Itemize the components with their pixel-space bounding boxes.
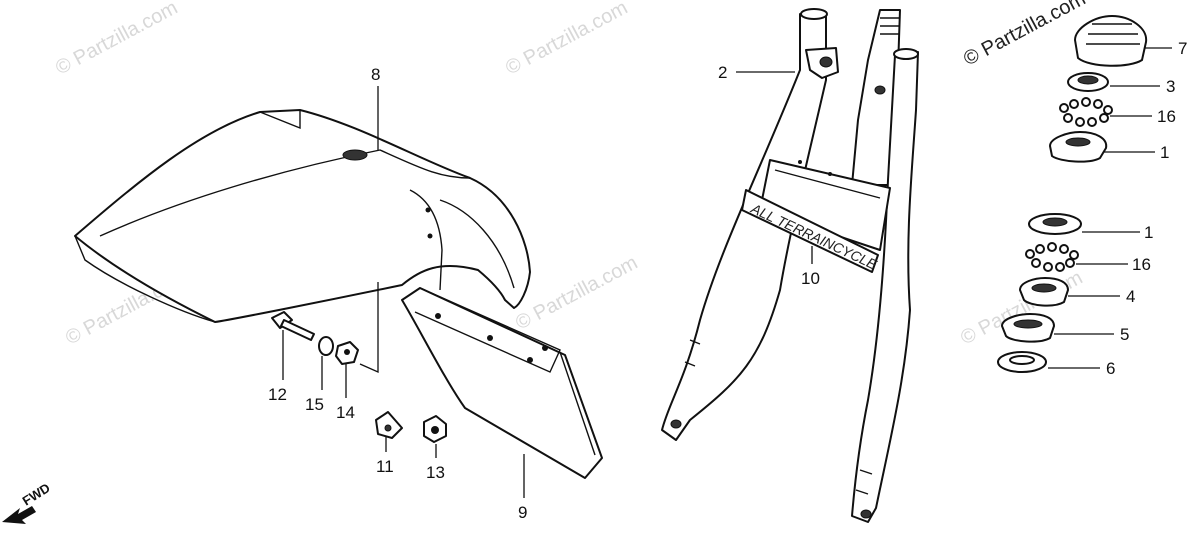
watermark-4: © Partzilla.com [512, 252, 641, 335]
callout-1-bottom: 1 [1144, 223, 1153, 242]
front-fender [74, 109, 531, 323]
callout-15: 15 [305, 395, 324, 414]
leader-lines [282, 47, 1172, 498]
callout-8: 8 [371, 65, 380, 84]
nut-14 [335, 341, 359, 365]
front-fork: ALL TERRAINCYCLE [661, 8, 919, 523]
callout-3: 3 [1166, 77, 1175, 96]
watermark-corner: © Partzilla.com [960, 0, 1089, 70]
bolt-12 [271, 311, 315, 341]
watermark-1: © Partzilla.com [52, 0, 181, 79]
callout-labels: 8 2 7 3 16 1 10 1 16 4 5 6 12 15 14 11 1… [268, 39, 1187, 522]
callout-7: 7 [1178, 39, 1187, 58]
callout-2: 2 [718, 63, 727, 82]
callout-14: 14 [336, 403, 355, 422]
callout-11: 11 [376, 457, 394, 476]
watermark-2: © Partzilla.com [502, 0, 631, 79]
callout-16-bottom: 16 [1132, 255, 1151, 274]
callout-16-top: 16 [1157, 107, 1176, 126]
callout-10: 10 [801, 269, 820, 288]
steering-bearing-set [997, 15, 1148, 373]
callout-12: 12 [268, 385, 287, 404]
callout-1-top: 1 [1160, 143, 1169, 162]
washer-15 [318, 336, 334, 356]
callout-13: 13 [426, 463, 445, 482]
ball-bearings-bottom [1025, 242, 1079, 272]
ball-bearings-top [1059, 97, 1113, 127]
clip-nut-11 [375, 411, 403, 439]
nut-13 [423, 415, 447, 443]
callout-9: 9 [518, 503, 527, 522]
callout-4: 4 [1126, 287, 1135, 306]
callout-5: 5 [1120, 325, 1129, 344]
fwd-arrow-icon: FWD [2, 480, 53, 524]
fender-plate [401, 287, 603, 479]
callout-6: 6 [1106, 359, 1115, 378]
fwd-label: FWD [20, 480, 53, 508]
